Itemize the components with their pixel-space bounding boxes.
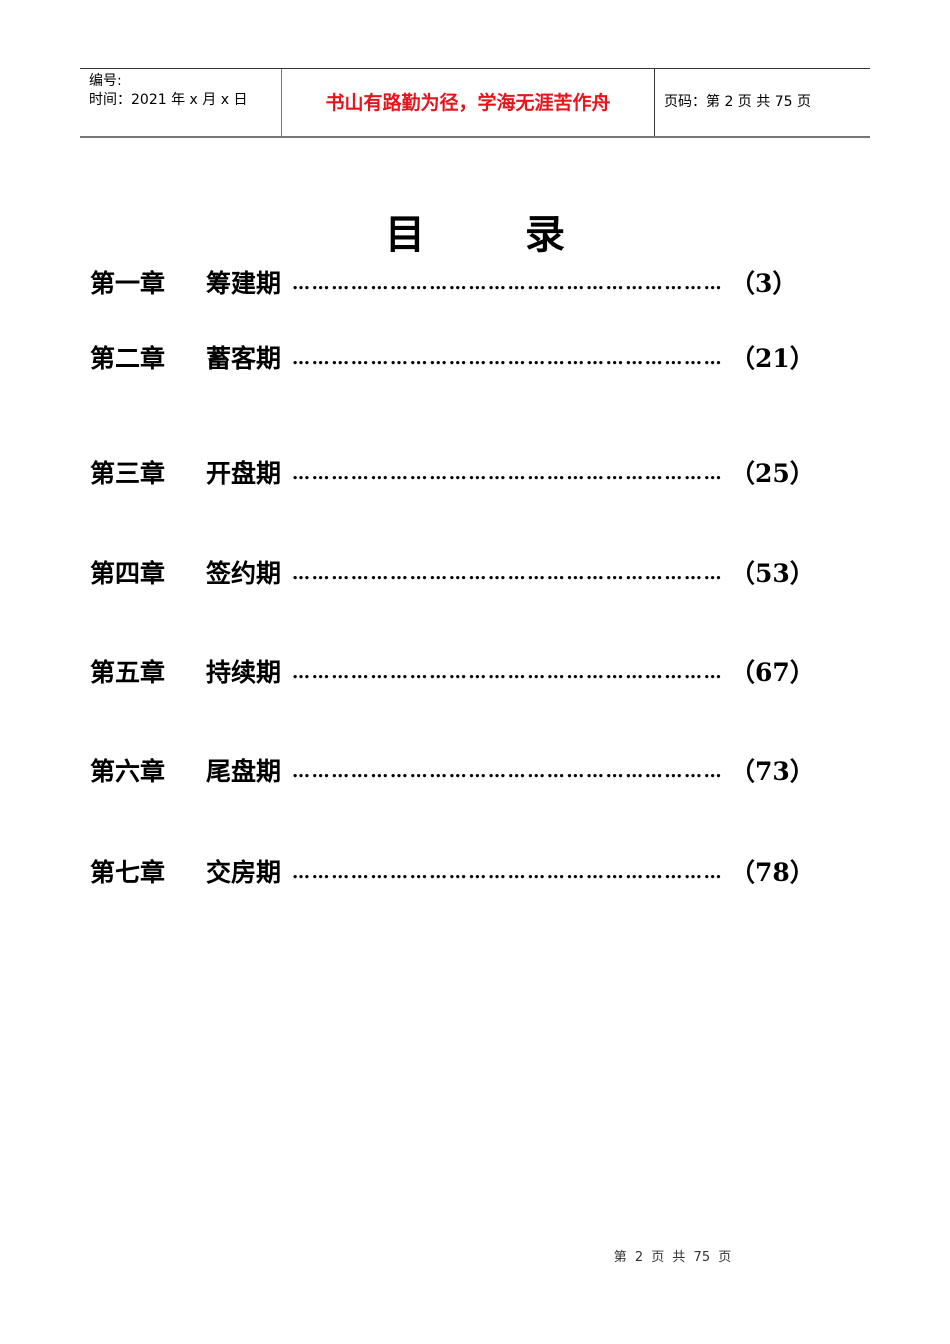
- page-footer: 第 2 页 共 75 页: [613, 1250, 732, 1265]
- toc-chapter-number: 第五章: [90, 658, 166, 687]
- header-meta-cell: 编号: 时间：2021 年 x 月 x 日: [80, 69, 282, 136]
- toc-chapter-name: 尾盘期: [206, 757, 282, 786]
- header-page-cell: 页码：第 2 页 共 75 页: [655, 69, 870, 136]
- toc-chapter-number: 第七章: [90, 858, 166, 887]
- toc-leader-dots: …………………………………………………………: [292, 348, 722, 369]
- header-motto: 书山有路勤为径，学海无涯苦作舟: [325, 92, 611, 114]
- toc-chapter-name: 蓄客期: [206, 344, 282, 373]
- document-date-label: 时间：2021 年 x 月 x 日: [89, 92, 248, 108]
- toc-entry-7[interactable]: 第七章 交房期 ………………………………………………………… （78）: [90, 856, 815, 890]
- toc-title: 目录: [0, 210, 950, 260]
- toc-page-number: （78）: [730, 858, 815, 887]
- toc-title-char-2: 录: [525, 212, 565, 258]
- toc-chapter-name: 开盘期: [206, 459, 282, 488]
- toc-chapter-number: 第六章: [90, 757, 166, 786]
- toc-chapter-number: 第四章: [90, 559, 166, 588]
- toc-entry-4[interactable]: 第四章 签约期 ………………………………………………………… （53）: [90, 557, 815, 591]
- toc-chapter-name: 持续期: [206, 658, 282, 687]
- toc-leader-dots: …………………………………………………………: [292, 273, 722, 294]
- toc-leader-dots: …………………………………………………………: [292, 862, 722, 883]
- toc-leader-dots: …………………………………………………………: [292, 761, 722, 782]
- toc-page-number: （21）: [730, 344, 815, 373]
- toc-page-number: （73）: [730, 757, 815, 786]
- toc-chapter-number: 第一章: [90, 269, 166, 298]
- page-header: 编号: 时间：2021 年 x 月 x 日 书山有路勤为径，学海无涯苦作舟 页码…: [80, 68, 870, 138]
- toc-page-number: （67）: [730, 658, 815, 687]
- toc-leader-dots: …………………………………………………………: [292, 563, 722, 584]
- toc-entry-1[interactable]: 第一章 筹建期 ………………………………………………………… （3）: [90, 267, 810, 301]
- toc-chapter-number: 第二章: [90, 344, 166, 373]
- toc-leader-dots: …………………………………………………………: [292, 463, 722, 484]
- toc-entry-2[interactable]: 第二章 蓄客期 ………………………………………………………… （21）: [90, 342, 815, 376]
- toc-leader-dots: …………………………………………………………: [292, 662, 722, 683]
- toc-chapter-name: 签约期: [206, 559, 282, 588]
- header-motto-cell: 书山有路勤为径，学海无涯苦作舟: [282, 69, 655, 136]
- toc-chapter-number: 第三章: [90, 459, 166, 488]
- toc-entry-6[interactable]: 第六章 尾盘期 ………………………………………………………… （73）: [90, 755, 815, 789]
- header-page-info: 页码：第 2 页 共 75 页: [664, 94, 811, 110]
- toc-page-number: （25）: [730, 459, 815, 488]
- toc-page-number: （3）: [730, 269, 798, 298]
- toc-entry-5[interactable]: 第五章 持续期 ………………………………………………………… （67）: [90, 656, 815, 690]
- toc-entry-3[interactable]: 第三章 开盘期 ………………………………………………………… （25）: [90, 457, 815, 491]
- toc-chapter-name: 筹建期: [206, 269, 282, 298]
- toc-chapter-name: 交房期: [206, 858, 282, 887]
- toc-page-number: （53）: [730, 559, 815, 588]
- toc-title-char-1: 目: [385, 212, 425, 258]
- document-number-label: 编号:: [89, 73, 122, 89]
